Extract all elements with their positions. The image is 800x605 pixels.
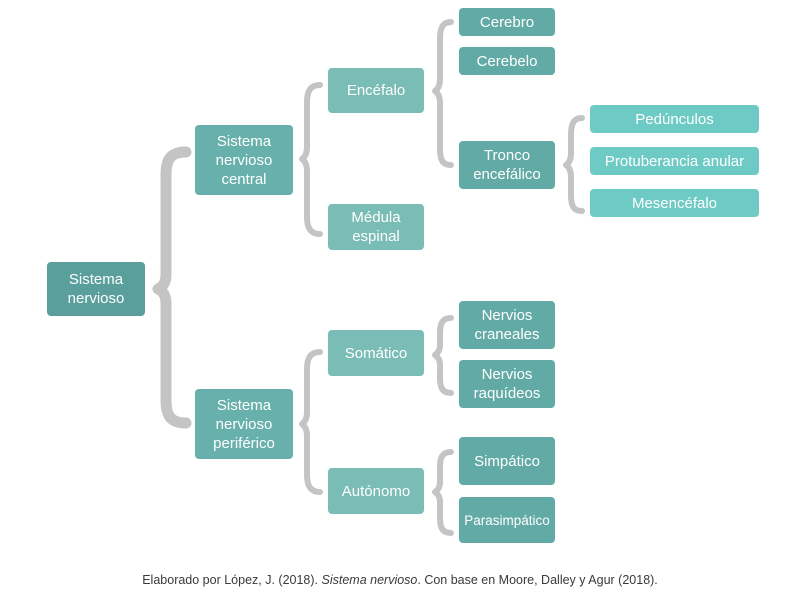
node-cerebro: Cerebro — [459, 8, 555, 36]
node-label: Encéfalo — [346, 82, 406, 99]
node-label: Mesencéfalo — [631, 194, 718, 212]
node-protuberancia-anular: Protuberancia anular — [590, 147, 759, 175]
node-label: Parasimpático — [464, 512, 550, 528]
bracket-encefalo — [432, 19, 454, 168]
caption-suffix: . Con base en Moore, Dalley y Agur (2018… — [417, 573, 658, 587]
node-label: Autónomo — [341, 482, 411, 500]
node-label: Somático — [344, 344, 408, 362]
node-cerebelo: Cerebelo — [459, 47, 555, 75]
node-label: Protuberancia anular — [604, 152, 745, 170]
node-label: Cerebro — [479, 13, 535, 31]
node-label: Pedúnculos — [635, 110, 714, 128]
node-parasimpatico: Parasimpático — [459, 497, 555, 543]
node-encefalo: Encéfalo — [328, 68, 424, 113]
bracket-snc — [299, 82, 323, 237]
bracket-snp — [299, 349, 323, 495]
caption-title: Sistema nervioso — [321, 573, 418, 587]
node-label: Simpático — [474, 452, 540, 470]
node-pedunculos: Pedúnculos — [590, 105, 759, 133]
bracket-somatico — [432, 315, 454, 396]
node-label: Cerebelo — [476, 52, 538, 70]
node-simpatico: Simpático — [459, 437, 555, 485]
node-mesencefalo: Mesencéfalo — [590, 189, 759, 217]
bracket-tronco — [563, 115, 585, 214]
source-caption: Elaborado por López, J. (2018). Sistema … — [0, 573, 800, 587]
caption-prefix: Elaborado por López, J. (2018). — [142, 573, 322, 587]
node-autonomo: Autónomo — [328, 468, 424, 514]
node-somatico: Somático — [328, 330, 424, 376]
bracket-autonomo — [432, 449, 454, 536]
bracket-root — [152, 146, 192, 429]
